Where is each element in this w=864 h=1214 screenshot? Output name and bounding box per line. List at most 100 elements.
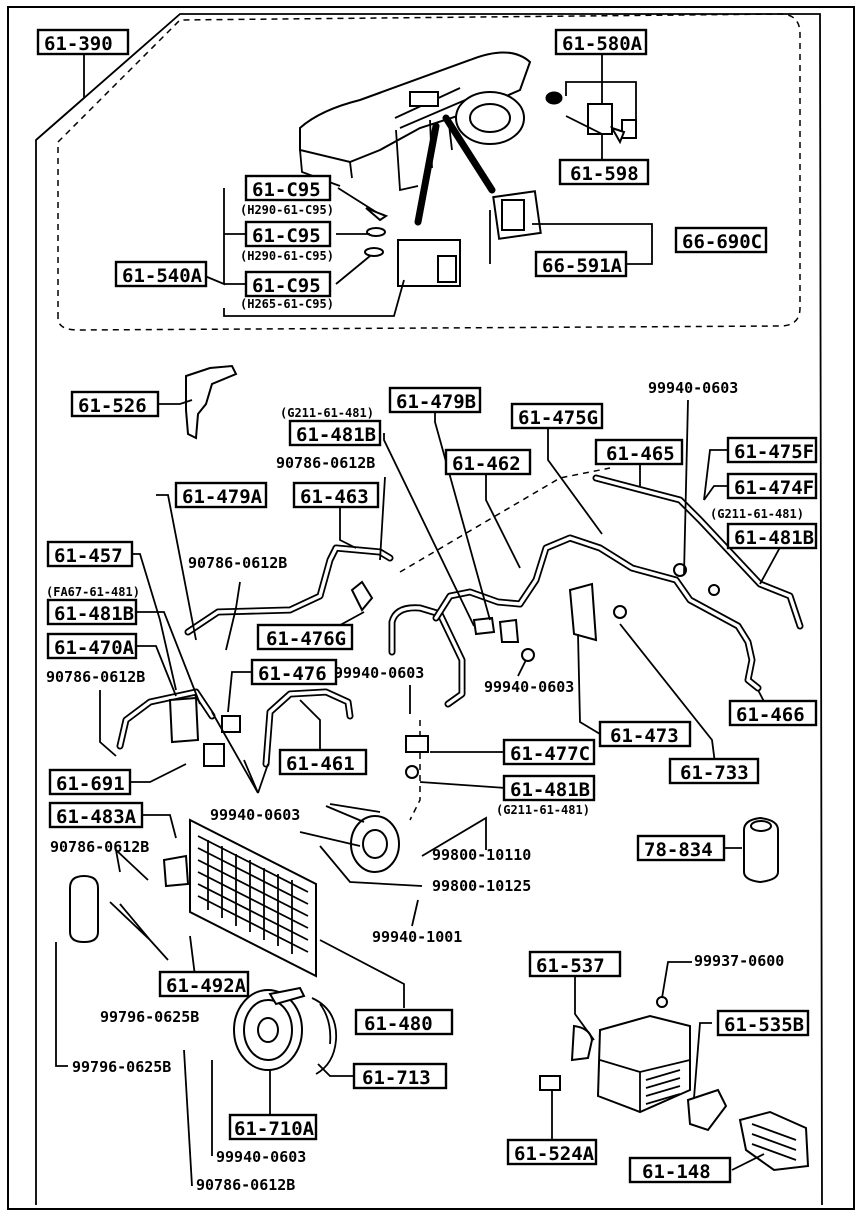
svg-text:61-540A: 61-540A xyxy=(122,265,203,287)
label-61-710A: 61-710A xyxy=(228,1113,318,1141)
svg-text:61-477C: 61-477C xyxy=(510,743,590,765)
dashboard-illustration xyxy=(299,51,637,287)
part-number-90786-0612B: 90786-0612B xyxy=(196,1176,295,1194)
svg-text:61-466: 61-466 xyxy=(736,704,805,726)
svg-text:61-733: 61-733 xyxy=(680,762,749,784)
svg-text:61-481B: 61-481B xyxy=(510,779,590,801)
svg-text:61-481B: 61-481B xyxy=(54,603,134,625)
svg-text:61-481B: 61-481B xyxy=(296,424,376,446)
label-61-479B: 61-479B xyxy=(388,386,482,414)
label-61-713: 61-713 xyxy=(352,1062,448,1090)
label-61-481B-1: 61-481B xyxy=(288,419,382,447)
label-61-481B-4: 61-481B xyxy=(502,774,596,802)
label-61-465: 61-465 xyxy=(594,438,684,466)
svg-text:61-476G: 61-476G xyxy=(266,628,346,650)
label-61-526: 61-526 xyxy=(70,390,160,418)
page-frame xyxy=(7,6,855,1210)
label-61-473: 61-473 xyxy=(598,720,692,748)
part-number-99940-0603: 99940-0603 xyxy=(334,664,424,682)
svg-text:66-591A: 66-591A xyxy=(542,255,623,277)
label-61-457: 61-457 xyxy=(46,540,134,568)
label-61-462: 61-462 xyxy=(444,448,532,476)
svg-text:61-463: 61-463 xyxy=(300,486,369,508)
label-61-483A: 61-483A xyxy=(48,801,144,829)
part-number-99796-0625B: 99796-0625B xyxy=(72,1058,171,1076)
svg-text:61-580A: 61-580A xyxy=(562,33,643,55)
label-61-C95-1: 61-C95 xyxy=(244,174,332,202)
svg-text:61-474F: 61-474F xyxy=(734,477,814,499)
part-number-99800-10110: 99800-10110 xyxy=(432,846,531,864)
part-number-99800-10125: 99800-10125 xyxy=(432,877,531,895)
leader-lines xyxy=(35,52,785,1187)
svg-text:61-480: 61-480 xyxy=(364,1013,433,1035)
subnote-h265: (H265-61-C95) xyxy=(240,297,334,311)
label-61-475G: 61-475G xyxy=(510,402,604,430)
label-61-476G: 61-476G xyxy=(256,623,354,651)
subnote-h290: (H290-61-C95) xyxy=(240,203,334,217)
svg-text:61-524A: 61-524A xyxy=(514,1143,595,1165)
part-number-99796-0625B: 99796-0625B xyxy=(100,1008,199,1026)
svg-text:61-457: 61-457 xyxy=(54,545,123,567)
part-number-99940-1001: 99940-1001 xyxy=(372,928,462,946)
part-number-99940-0603: 99940-0603 xyxy=(216,1148,306,1166)
svg-text:61-C95: 61-C95 xyxy=(252,225,321,247)
label-78-834: 78-834 xyxy=(636,834,726,862)
label-61-148: 61-148 xyxy=(628,1156,732,1184)
part-number-99940-0603: 99940-0603 xyxy=(210,806,300,824)
label-61-461: 61-461 xyxy=(278,748,368,776)
svg-text:61-462: 61-462 xyxy=(452,453,521,475)
part-number-99940-0603: 99940-0603 xyxy=(648,379,738,397)
svg-text:61-598: 61-598 xyxy=(570,163,639,185)
label-61-733: 61-733 xyxy=(668,757,760,785)
ac-piping-illustration xyxy=(116,364,804,884)
svg-text:78-834: 78-834 xyxy=(644,839,713,861)
label-61-535B: 61-535B xyxy=(716,1009,810,1037)
label-61-492A: 61-492A xyxy=(158,970,250,998)
svg-text:61-465: 61-465 xyxy=(606,443,675,465)
label-66-591A: 66-591A xyxy=(534,250,628,278)
label-66-690C: 66-690C xyxy=(674,226,768,254)
label-61-540A: 61-540A xyxy=(114,260,208,288)
label-61-390: 61-390 xyxy=(36,28,130,56)
svg-text:61-470A: 61-470A xyxy=(54,637,135,659)
part-number-90786-0612B: 90786-0612B xyxy=(46,668,145,686)
subnote-fa67: (FA67-61-481) xyxy=(46,585,140,599)
part-number-99937-0600: 99937-0600 xyxy=(694,952,784,970)
assembly-outline xyxy=(35,13,823,1206)
label-61-481B-2: 61-481B xyxy=(726,522,818,550)
label-61-598: 61-598 xyxy=(558,158,650,186)
subnote-h290: (H290-61-C95) xyxy=(240,249,334,263)
svg-text:61-C95: 61-C95 xyxy=(252,275,321,297)
svg-text:61-535B: 61-535B xyxy=(724,1014,804,1036)
label-61-481B-3: 61-481B xyxy=(46,598,138,626)
label-61-691: 61-691 xyxy=(48,768,132,796)
subnote-g211: (G211-61-481) xyxy=(496,803,590,817)
label-61-580A: 61-580A xyxy=(554,28,648,56)
svg-text:61-713: 61-713 xyxy=(362,1067,431,1089)
svg-text:61-475G: 61-475G xyxy=(518,407,598,429)
svg-text:61-479A: 61-479A xyxy=(182,486,263,508)
label-61-474F: 61-474F xyxy=(726,472,818,500)
label-61-C95-3: 61-C95 xyxy=(244,270,332,298)
svg-text:61-C95: 61-C95 xyxy=(252,179,321,201)
svg-text:61-148: 61-148 xyxy=(642,1161,711,1183)
label-61-524A: 61-524A xyxy=(506,1138,598,1166)
part-number-90786-0612B: 90786-0612B xyxy=(50,838,149,856)
label-61-480: 61-480 xyxy=(354,1008,454,1036)
svg-text:61-473: 61-473 xyxy=(610,725,679,747)
svg-text:61-537: 61-537 xyxy=(536,955,605,977)
svg-text:61-710A: 61-710A xyxy=(234,1118,315,1140)
part-number-99940-0603: 99940-0603 xyxy=(484,678,574,696)
part-number-90786-0612B: 90786-0612B xyxy=(276,454,375,472)
svg-text:61-461: 61-461 xyxy=(286,753,355,775)
label-61-476: 61-476 xyxy=(250,658,338,686)
svg-text:66-690C: 66-690C xyxy=(682,231,762,253)
label-61-466: 61-466 xyxy=(728,699,818,727)
label-61-470A: 61-470A xyxy=(46,632,138,660)
svg-text:61-475F: 61-475F xyxy=(734,441,814,463)
label-61-463: 61-463 xyxy=(292,481,380,509)
label-61-479A: 61-479A xyxy=(174,481,268,509)
part-number-90786-0612B: 90786-0612B xyxy=(188,554,287,572)
subnote-g211: (G211-61-481) xyxy=(710,507,804,521)
